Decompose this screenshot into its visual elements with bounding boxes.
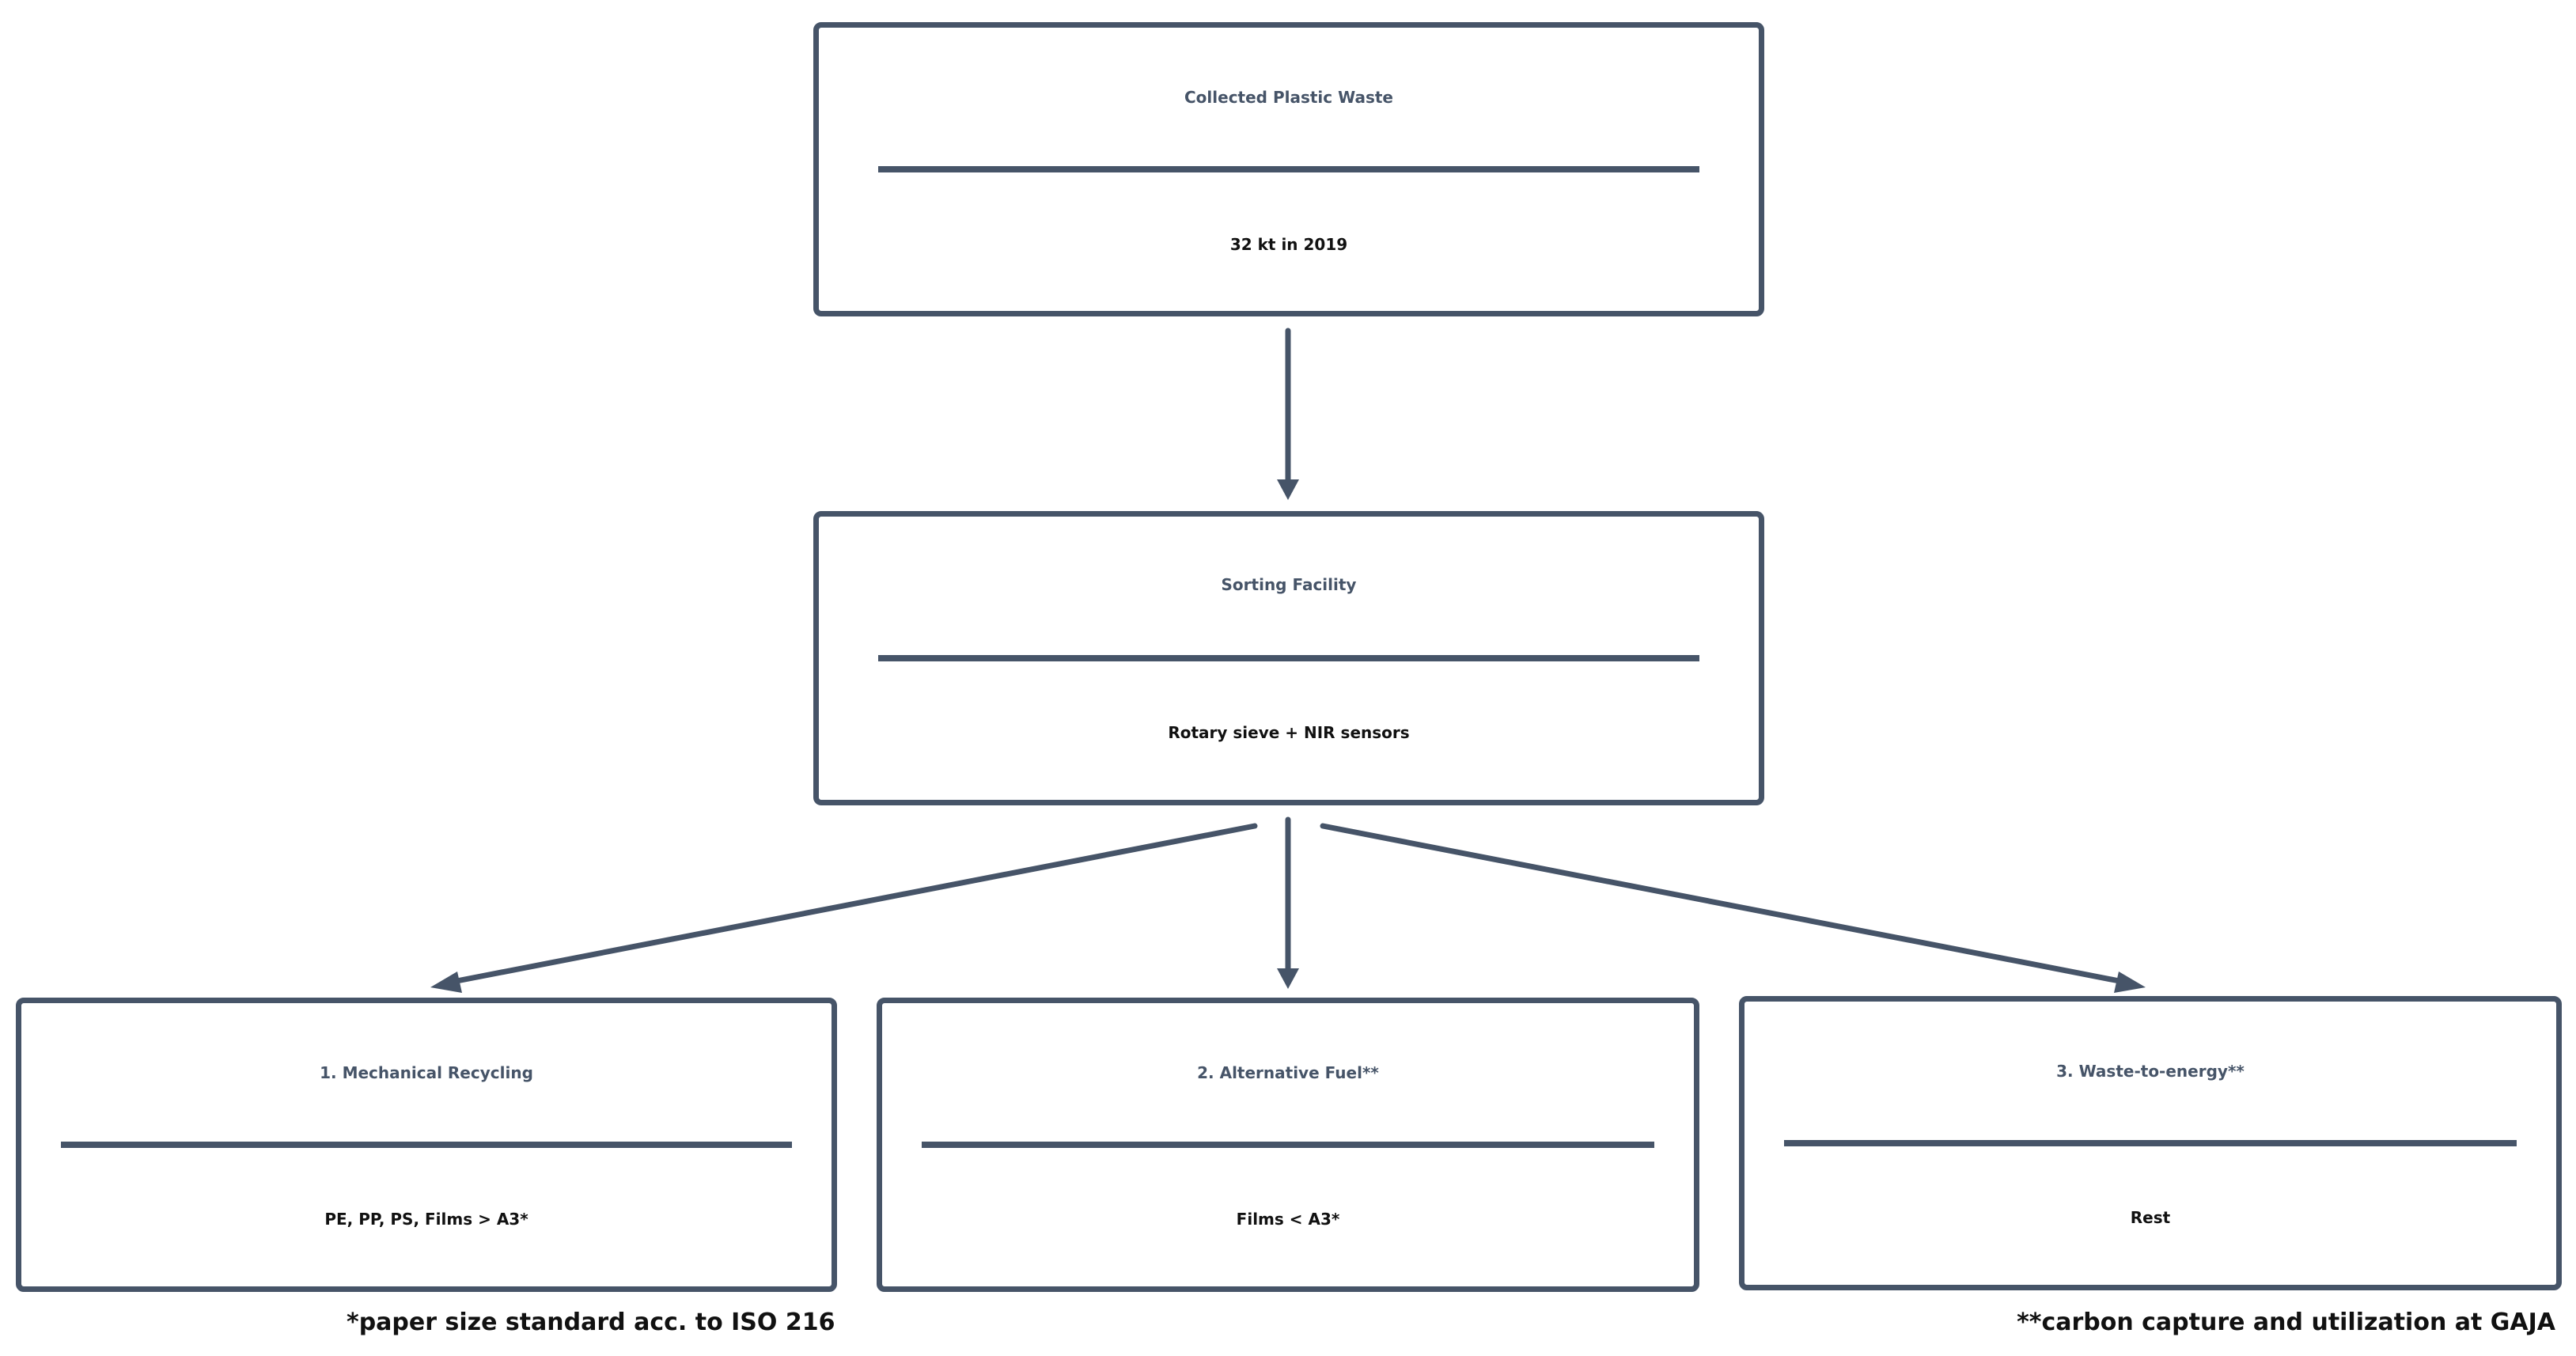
node-subtitle: PE, PP, PS, Films > A3* (324, 1210, 528, 1229)
node-waste-to-energy: 3. Waste-to-energy** Rest (1739, 996, 2562, 1290)
node-divider (61, 1142, 792, 1148)
node-subtitle: Rest (2130, 1208, 2171, 1227)
node-divider (878, 655, 1699, 661)
node-alternative-fuel: 2. Alternative Fuel** Films < A3* (877, 998, 1699, 1292)
node-mechanical-recycling: 1. Mechanical Recycling PE, PP, PS, Film… (16, 998, 837, 1292)
node-divider (922, 1142, 1654, 1148)
node-collected-plastic-waste: Collected Plastic Waste 32 kt in 2019 (813, 22, 1764, 316)
arrowhead-sorting (1277, 479, 1299, 500)
node-subtitle: Films < A3* (1236, 1210, 1340, 1229)
node-title: Collected Plastic Waste (1184, 88, 1393, 107)
footnote-ccu: **carbon capture and utilization at GAJA (2017, 1309, 2555, 1336)
node-subtitle: 32 kt in 2019 (1229, 235, 1348, 254)
node-subtitle: Rotary sieve + NIR sensors (1168, 723, 1410, 742)
arrowhead-energy (2114, 972, 2146, 993)
arrowhead-fuel (1277, 968, 1299, 989)
arrow-sorting-to-mechanical (449, 823, 1258, 985)
footnote-paper-size: *paper size standard acc. to ISO 216 (347, 1309, 835, 1336)
node-divider (1784, 1140, 2517, 1146)
node-title: 3. Waste-to-energy** (2056, 1062, 2245, 1081)
arrow-sorting-to-energy (1320, 823, 2127, 985)
node-title: 2. Alternative Fuel** (1197, 1063, 1379, 1082)
node-divider (878, 166, 1699, 172)
node-title: Sorting Facility (1221, 575, 1357, 594)
node-title: 1. Mechanical Recycling (320, 1063, 533, 1082)
node-sorting-facility: Sorting Facility Rotary sieve + NIR sens… (813, 511, 1764, 805)
arrowhead-mechanical (430, 972, 462, 993)
